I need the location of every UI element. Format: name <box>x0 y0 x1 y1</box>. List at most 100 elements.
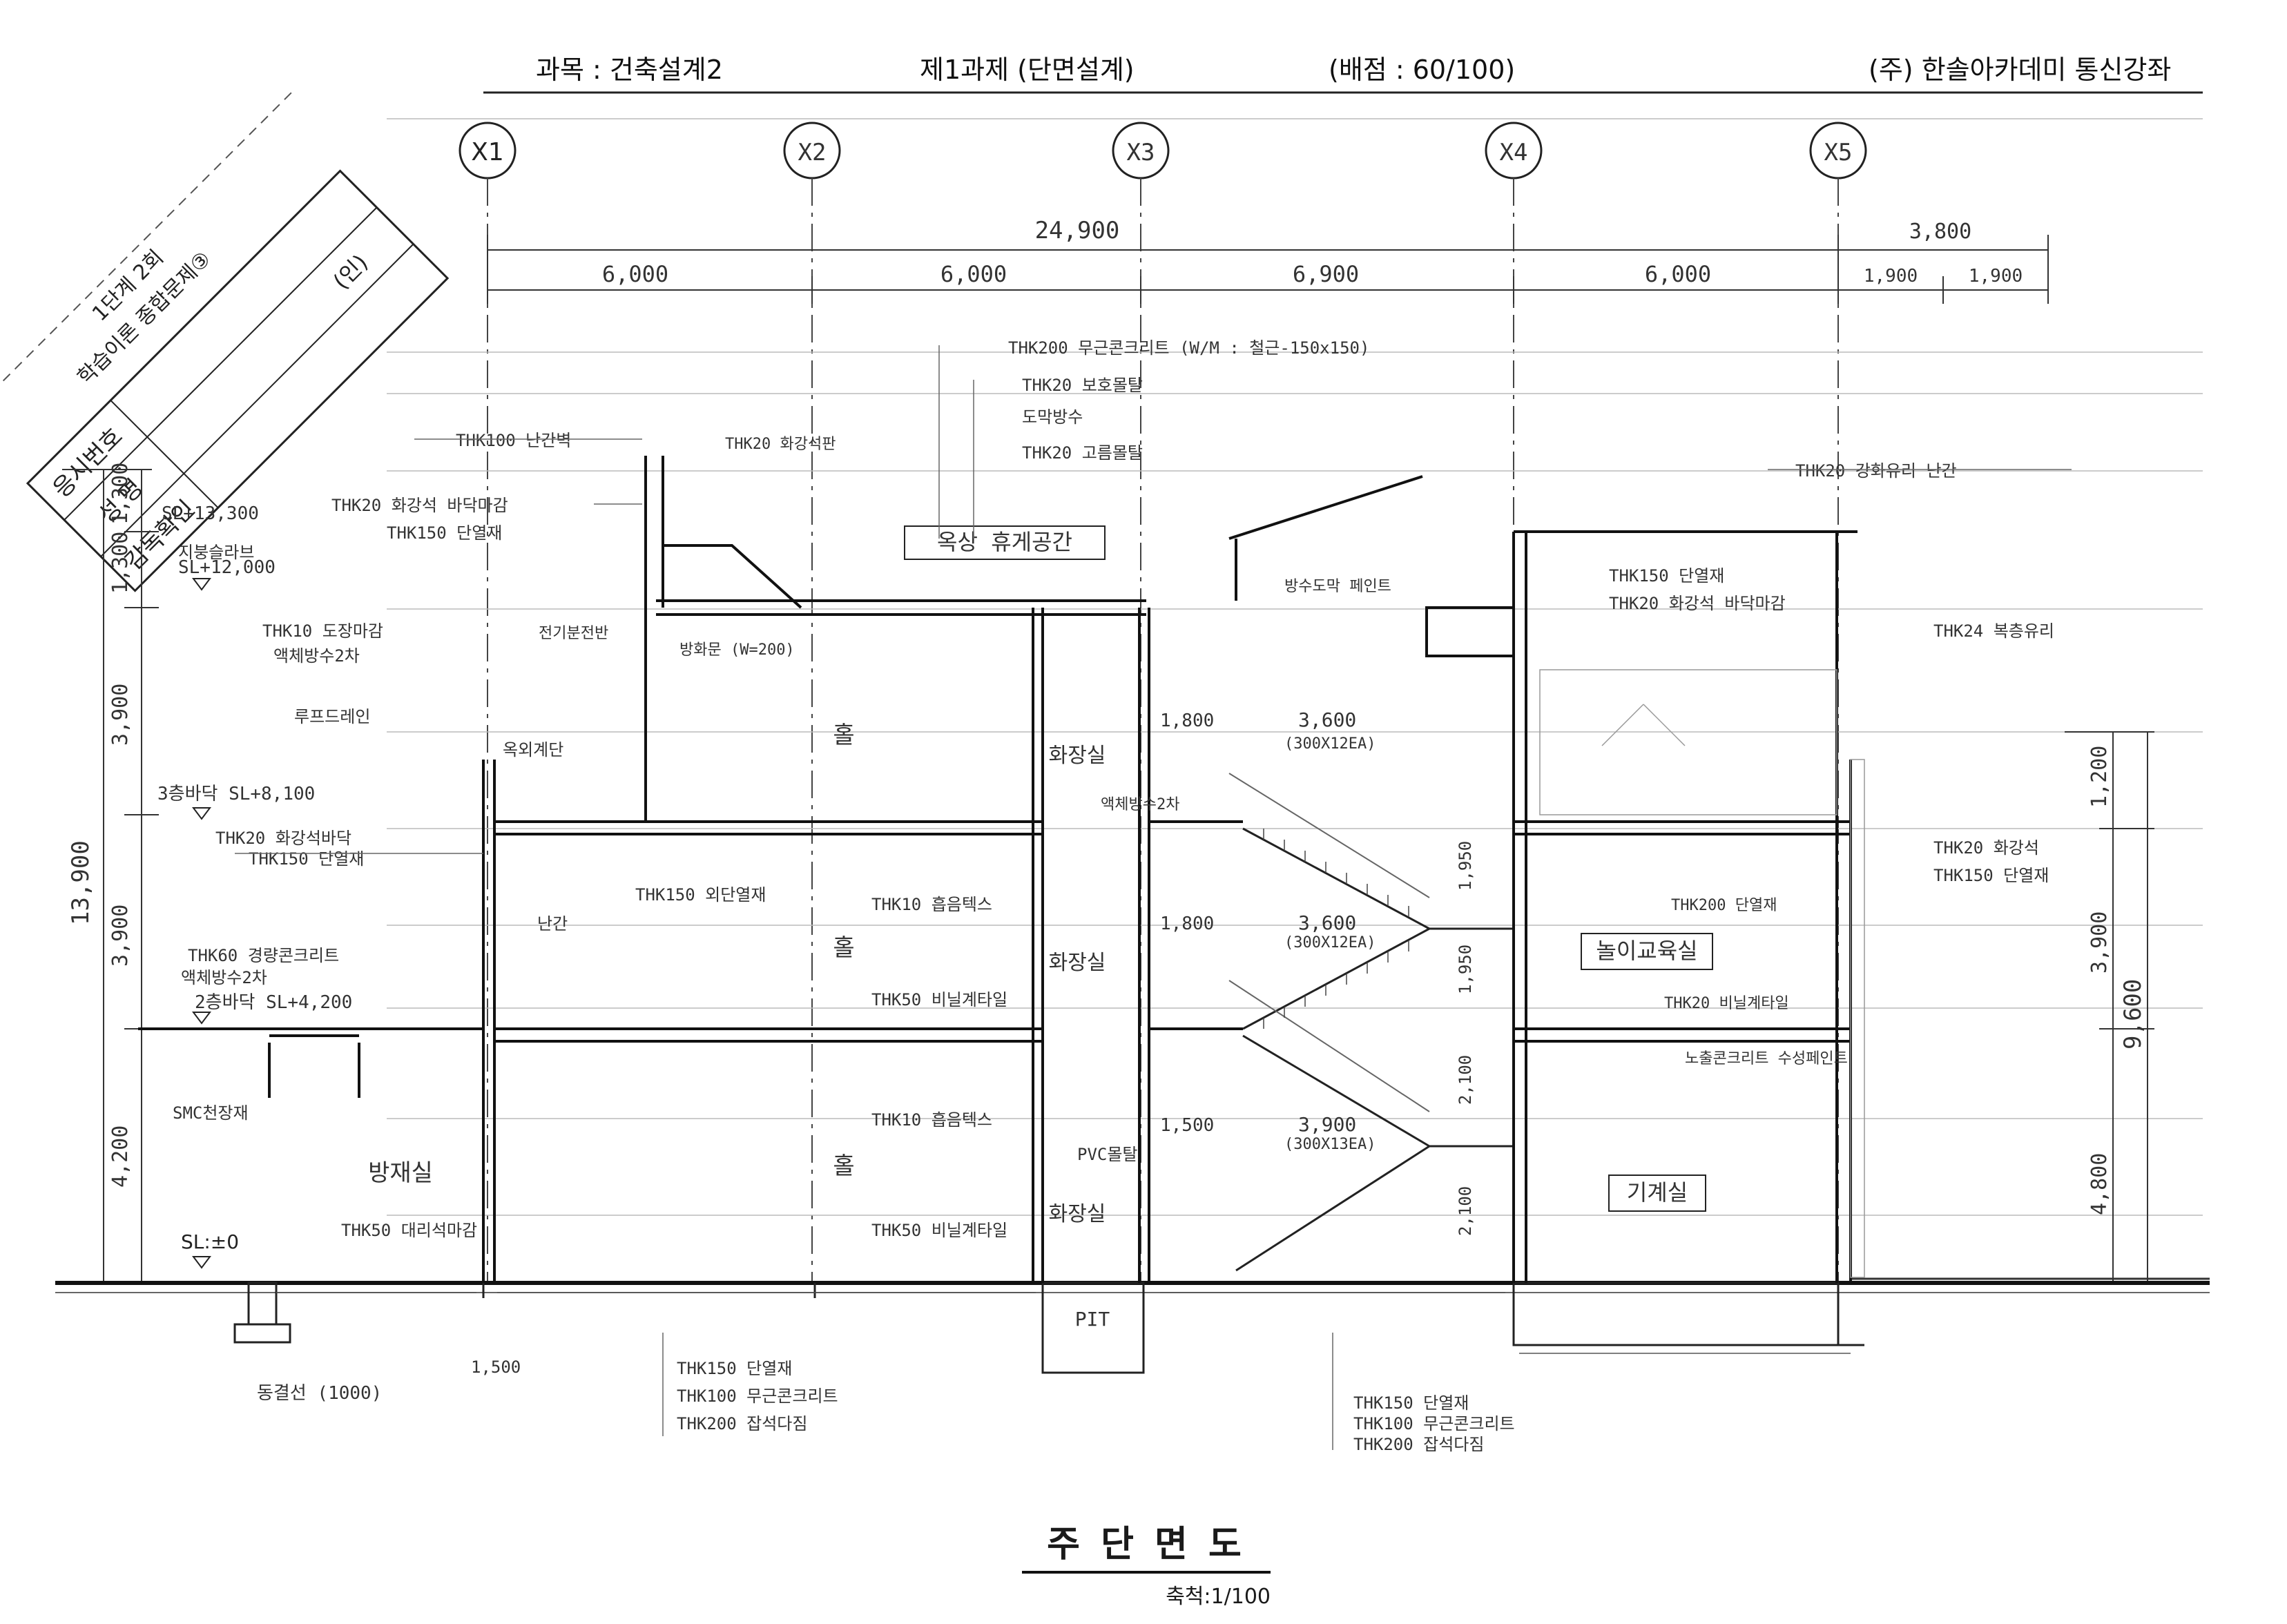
grid-label-x5: X5 <box>1824 139 1853 166</box>
level-second: 2층바닥 SL+4,200 <box>195 992 352 1013</box>
stair-landing-1: 1,800 <box>1160 710 1214 731</box>
dim-r-total: 9,600 <box>2119 979 2147 1050</box>
grid-axis-x1: X1 <box>459 122 517 1284</box>
note-slab3-a: THK20 화강석바닥 <box>215 829 351 848</box>
level-roof: SL+13,300 <box>162 503 259 524</box>
foundation <box>233 1282 1864 1374</box>
room-hall-1: 홀 <box>833 1152 854 1180</box>
stair-riser-2: 1,950 <box>1456 945 1475 994</box>
leader-lines <box>235 345 2072 1450</box>
stair-flight-1: 3,900 <box>1298 1113 1356 1136</box>
dim-span-4: 6,000 <box>1645 261 1711 287</box>
dim-h-parapet: 1,300 <box>108 532 133 594</box>
note-slope: 지붕슬라브 <box>178 543 254 562</box>
dim-r-1: 1,200 <box>2087 746 2112 808</box>
note-toilet: 액체방수2차 <box>1101 796 1179 813</box>
note-base-b: THK100 무근콘크리트 <box>677 1386 838 1406</box>
glass-panel-right <box>1539 669 1865 1278</box>
note-insul: THK150 단열재 <box>387 523 502 543</box>
note-slope-paint: 방수도막 페인트 <box>1284 578 1391 595</box>
note-slab3-b: THK150 단열재 <box>249 849 364 869</box>
stamp-seal: (인) <box>328 249 373 294</box>
drawing-scale: 축척:1/100 <box>1166 1585 1271 1609</box>
score-label: (배점 : 60/100) <box>1329 55 1516 85</box>
note-ceiling2: THK10 흡음텍스 <box>871 895 992 914</box>
note-roof-gl: THK20 강화유리 난간 <box>1795 461 1957 481</box>
note-floor2: THK50 비닐계타일 <box>871 990 1007 1009</box>
stair-riser-1: 1,950 <box>1456 841 1475 891</box>
note-base-e: THK100 무근콘크리트 <box>1353 1414 1515 1433</box>
note-tbar: 전기분전반 <box>539 625 608 642</box>
note-right-insul: THK150 단열재 <box>1933 866 2049 885</box>
dim-span-2: 6,000 <box>940 261 1007 287</box>
dim-h-roof: 1,300 <box>108 463 133 525</box>
note-play-ceiling: THK20 비닐계타일 <box>1664 995 1789 1012</box>
room-office: 방재실 <box>368 1159 433 1187</box>
note-skylight2: THK20 화강석 바닥마감 <box>1609 594 1786 613</box>
room-machine: 기계실 <box>1627 1179 1688 1206</box>
note-parapet: THK20 화강석 바닥마감 <box>331 496 508 515</box>
dim-span-3: 6,900 <box>1293 261 1359 287</box>
grid-label-x3: X3 <box>1127 139 1155 166</box>
grid-label-x2: X2 <box>798 139 827 166</box>
subject-label: 과목 : 건축설계2 <box>536 55 723 85</box>
note-roof-c: 도막방수 <box>1022 407 1083 427</box>
structure <box>138 456 1857 1283</box>
level-third: 3층바닥 SL+8,100 <box>157 784 315 804</box>
note-right-floor: THK200 단열재 <box>1671 897 1777 914</box>
company-label: (주) 한솔아카데미 통신강좌 <box>1869 55 2172 85</box>
level-marker-2f <box>192 1012 211 1025</box>
note-footing: 동결선 (1000) <box>257 1383 382 1404</box>
note-footing-dim: 1,500 <box>471 1357 521 1377</box>
soil-hatch <box>276 1292 1851 1354</box>
stair-treads <box>1263 829 1409 1029</box>
note-awning: THK20 화강석판 <box>725 436 836 453</box>
note-skylight: THK150 단열재 <box>1609 566 1724 586</box>
note-gf-wall: PVC몰탈 <box>1077 1145 1138 1164</box>
stair-landing-2: 1,800 <box>1160 914 1214 934</box>
note-base-d: THK150 단열재 <box>1353 1393 1469 1413</box>
note-gf-b: THK50 대리석마감 <box>341 1221 477 1240</box>
stair-riser-4: 2,100 <box>1456 1186 1475 1236</box>
machine-room-box <box>1608 1174 1706 1212</box>
note-right-rail: THK20 화강석 <box>1933 838 2039 858</box>
stair-tread-3: (300X12EA) <box>1284 735 1376 753</box>
construction-lines <box>387 118 2203 1216</box>
note-base-c: THK200 잡석다짐 <box>677 1414 807 1433</box>
dim-right-total: 3,800 <box>1909 220 1971 244</box>
note-roof-left: THK100 난간벽 <box>456 431 571 450</box>
level-roof2: SL+12,000 <box>178 557 276 578</box>
note-waterproof: 액체방수2차 <box>273 646 360 666</box>
room-play: 놀이교육실 <box>1596 938 1697 964</box>
note-mech: 노출콘크리트 수성페인트 <box>1685 1050 1848 1067</box>
stair-flight-2: 3,600 <box>1298 911 1356 934</box>
room-toilet-3: 화장실 <box>1049 744 1106 768</box>
stair-riser-3: 2,100 <box>1456 1055 1475 1105</box>
note-roof-d: THK20 고름몰탈 <box>1022 443 1143 463</box>
top-dimensions <box>487 235 2049 304</box>
dim-r-2: 3,900 <box>2087 911 2112 974</box>
dim-r-3: 4,800 <box>2087 1153 2112 1215</box>
stair-landing-3: 1,500 <box>1160 1115 1214 1136</box>
room-hall-3: 홀 <box>833 722 854 749</box>
note-left-b: 액체방수2차 <box>181 968 267 987</box>
level-marker-roof <box>192 578 211 591</box>
note-roof-a: THK200 무근콘크리트 (W/M : 철근-150x150) <box>1008 338 1369 358</box>
note-floor1: THK50 비닐계타일 <box>871 1221 1007 1240</box>
level-marker-3f <box>192 807 211 820</box>
note-gf-a: SMC천장재 <box>173 1103 249 1123</box>
note-ceiling1: THK10 흡음텍스 <box>871 1110 992 1130</box>
material-notes: THK200 무근콘크리트 (W/M : 철근-150x150) THK20 보… <box>173 338 2054 1454</box>
note-glass-rail: THK24 복층유리 <box>1933 621 2054 641</box>
room-roof-rest: 옥상 휴게공간 <box>937 529 1072 555</box>
play-room-box <box>1581 933 1713 970</box>
note-door: 방화문 (W=200) <box>679 641 795 659</box>
dim-h-3f: 3,900 <box>108 684 133 746</box>
level-marker-gl <box>192 1256 211 1269</box>
note-gutter: THK10 도장마감 <box>262 621 383 641</box>
stair-tread-2: (300X12EA) <box>1284 934 1376 951</box>
note-wall2: THK150 외단열재 <box>635 885 766 905</box>
note-roof-b: THK20 보호몰탈 <box>1022 376 1143 395</box>
